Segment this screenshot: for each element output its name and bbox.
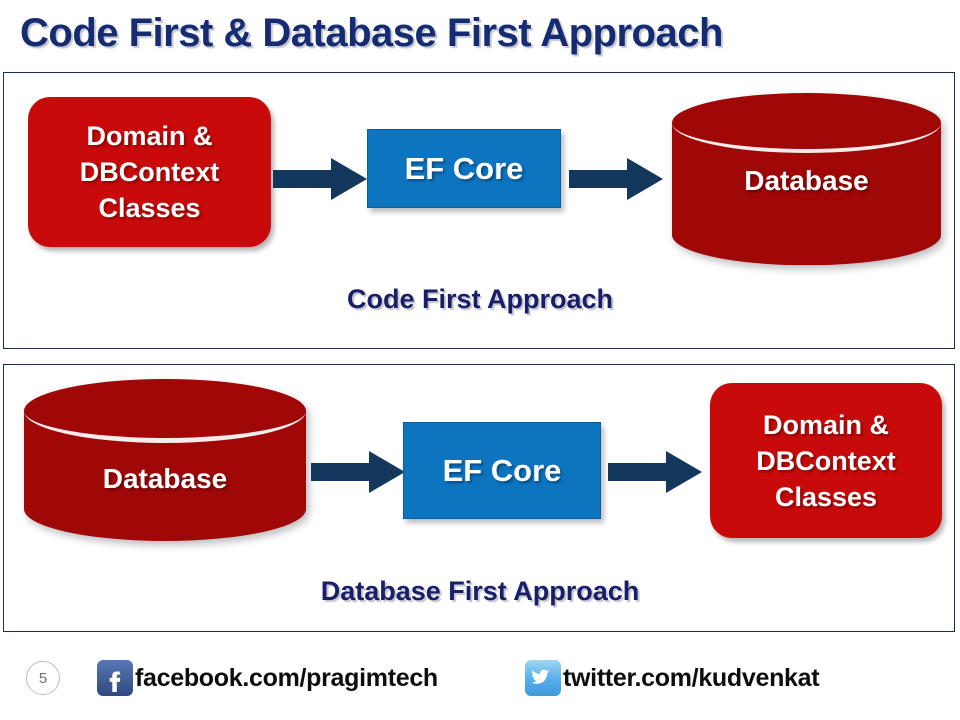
red-box-line-2: DBContext bbox=[79, 157, 220, 187]
arrow-right-icon bbox=[273, 157, 367, 201]
arrow-right-icon bbox=[608, 450, 702, 494]
code-first-approach-caption: Code First Approach bbox=[346, 284, 614, 314]
twitter-icon bbox=[525, 660, 561, 696]
domain-dbcontext-classes-box[interactable]: Domain & DBContext Classes bbox=[28, 97, 271, 247]
twitter-url-text: twitter.com/kudvenkat bbox=[563, 663, 820, 692]
red-box-line-2: DBContext bbox=[756, 445, 896, 476]
ef-core-box[interactable]: EF Core bbox=[367, 129, 561, 208]
facebook-icon bbox=[97, 660, 133, 696]
arrow-right-icon bbox=[311, 450, 405, 494]
red-box-line-3: Classes bbox=[774, 481, 878, 512]
red-box-line-1: Domain & bbox=[86, 121, 213, 151]
red-box-line-3: Classes bbox=[98, 193, 201, 223]
panel-database-first: Database EF Core Domain & DBContext Clas… bbox=[3, 364, 955, 632]
facebook-url-text: facebook.com/pragimtech bbox=[135, 663, 438, 692]
domain-dbcontext-classes-box[interactable]: Domain & DBContext Classes bbox=[710, 383, 942, 538]
ef-core-box[interactable]: EF Core bbox=[403, 422, 601, 519]
page-number-badge: 5 bbox=[26, 661, 60, 695]
database-cylinder[interactable]: Database bbox=[20, 379, 310, 543]
twitter-link[interactable]: twitter.com/kudvenkat bbox=[525, 660, 820, 696]
panel-code-first: Domain & DBContext Classes EF Core Datab… bbox=[3, 72, 955, 349]
database-first-approach-caption: Database First Approach bbox=[320, 576, 640, 606]
database-cylinder[interactable]: Database bbox=[668, 93, 945, 265]
database-cylinder-label: Database bbox=[744, 165, 869, 196]
red-box-line-1: Domain & bbox=[762, 409, 889, 440]
facebook-link[interactable]: facebook.com/pragimtech bbox=[97, 660, 438, 696]
arrow-right-icon bbox=[569, 157, 663, 201]
page-title: Code First & Database First Approach bbox=[20, 11, 723, 55]
database-cylinder-label: Database bbox=[102, 463, 228, 494]
